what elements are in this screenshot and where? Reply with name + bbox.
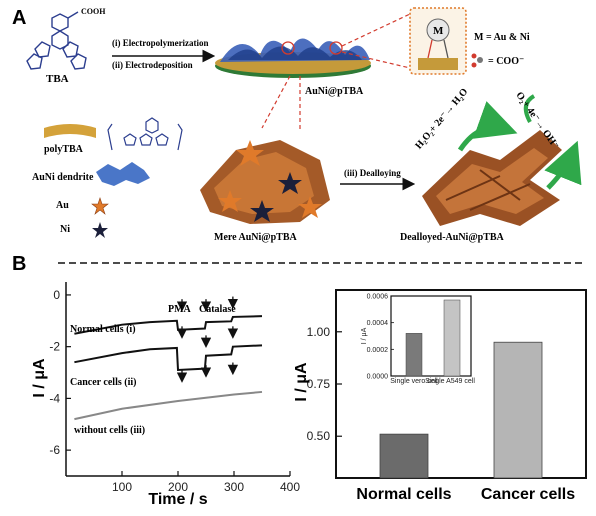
inset-ylabel: I / μA — [361, 327, 368, 344]
carboxylate-definition: = COO⁻ — [488, 56, 524, 67]
legend-au: Au — [56, 200, 69, 211]
dealloyed-label: Dealloyed-AuNi@pTBA — [400, 232, 505, 243]
series-label-normal: Normal cells (i) — [70, 324, 136, 335]
series-line — [74, 390, 263, 421]
ni-star-icon — [92, 222, 108, 238]
inset-category-vero: Single vero cell — [390, 378, 438, 385]
cooh-label: COOH — [81, 7, 106, 16]
annotation-catalase: Catalase — [199, 304, 236, 315]
cells-bar-chart: 0.50 0.75 1.00 I / μA Normal cells Cancer … — [293, 289, 587, 503]
y-tick-label: -2 — [49, 340, 60, 354]
dealloyed-structure-image — [422, 94, 582, 226]
inset-bar — [405, 333, 423, 377]
line-chart-xlabel: Time / s — [148, 491, 207, 508]
single-cell-inset-chart: 0.0000 0.0002 0.0004 0.0006 I / μA Single v… — [361, 294, 475, 386]
bar-y-tick-label: 0.75 — [307, 377, 331, 391]
legend-ni: Ni — [60, 224, 70, 235]
reaction-1-label: H₂O₂+ 2e⁻→ H₂O — [413, 86, 470, 151]
y-tick-label: -6 — [49, 443, 60, 457]
polytba-legend-icon — [44, 124, 96, 138]
inset-y-tick-label: 0.0000 — [367, 374, 389, 381]
x-tick-label: 200 — [168, 480, 188, 494]
bar — [493, 341, 543, 479]
annotation-pma: PMA — [168, 304, 192, 315]
bar — [379, 433, 429, 479]
mere-label: Mere AuNi@pTBA — [214, 232, 298, 243]
line-chart-ylabel: I / μA — [31, 358, 48, 398]
inset-y-tick-label: 0.0002 — [367, 347, 389, 354]
au-star-icon — [91, 197, 109, 215]
tba-label: TBA — [46, 73, 69, 85]
inset-y-tick-label: 0.0006 — [367, 294, 389, 301]
electrode-afm-image — [215, 38, 371, 78]
step1-label: (i) Electropolymerization — [112, 38, 209, 48]
polymer-repeat-unit-icon — [107, 117, 183, 151]
series-label-cancer: Cancer cells (ii) — [70, 377, 136, 388]
bar-y-tick-label: 1.00 — [307, 325, 331, 339]
series-label-without: without cells (iii) — [74, 425, 145, 436]
product1-label: AuNi@pTBA — [305, 86, 364, 97]
bar-category-normal: Normal cells — [356, 486, 451, 503]
metal-symbol: M — [433, 25, 444, 37]
mere-cluster-image — [200, 140, 330, 224]
step3-label: (iii) Dealloying — [344, 168, 401, 178]
step2-label: (ii) Electrodeposition — [112, 60, 193, 70]
carboxylate-icon — [471, 53, 483, 68]
x-tick-label: 300 — [224, 480, 244, 494]
panel-a-letter: A — [12, 7, 26, 29]
bar-chart-ylabel: I / μA — [293, 362, 310, 402]
y-tick-label: -4 — [49, 391, 60, 405]
panel-b-letter: B — [12, 253, 26, 275]
zoom-inset — [341, 7, 467, 75]
legend-dendrite: AuNi dendrite — [32, 172, 94, 183]
bar-category-cancer: Cancer cells — [481, 486, 575, 503]
aunidendrite-legend-icon — [96, 162, 150, 186]
bar-y-tick-label: 0.50 — [307, 429, 331, 443]
x-tick-label: 400 — [280, 480, 300, 494]
series-line — [74, 344, 263, 371]
series-line — [74, 315, 263, 335]
inset-category-a549: Single A549 cell — [425, 378, 475, 385]
tba-molecule-icon — [26, 11, 87, 70]
metal-definition: M = Au & Ni — [474, 32, 530, 43]
legend-polytba: polyTBA — [44, 144, 84, 155]
zoom-line-left — [261, 75, 291, 129]
inset-bar — [443, 299, 461, 377]
y-tick-label: 0 — [53, 288, 60, 302]
inset-y-tick-label: 0.0004 — [367, 320, 389, 327]
x-tick-label: 100 — [112, 480, 132, 494]
